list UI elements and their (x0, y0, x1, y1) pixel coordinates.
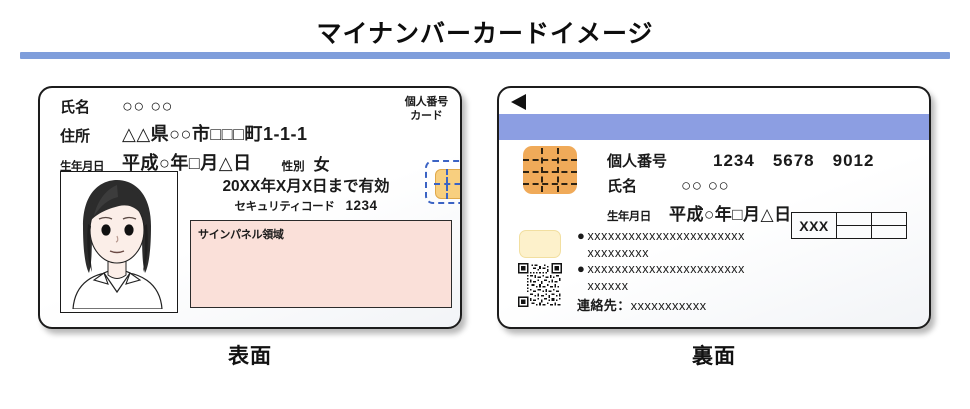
contact-row: 連絡先：xxxxxxxxxxx (577, 297, 745, 314)
back-mynumber-label: 個人番号 (607, 153, 668, 170)
front-address-label: 住所 (60, 128, 91, 145)
front-dob-label: 生年月日 (60, 161, 105, 173)
ic-chip-icon (434, 169, 460, 199)
yellow-pad-area (519, 230, 561, 258)
table-row: XXX (791, 212, 907, 239)
ic-chip-contact-line (434, 183, 460, 185)
title-divider (20, 52, 950, 59)
contact-label: 連絡先： (577, 298, 631, 313)
table-cell-empty-2 (871, 212, 907, 226)
card-kind-line2: カード (410, 109, 443, 122)
direction-arrow-icon (511, 94, 526, 110)
back-row-name: 氏名 ○○ ○○ (607, 175, 874, 196)
back-mynumber-value: 1234 5678 9012 (713, 151, 875, 170)
front-row-name: 氏名 ○○ ○○ (60, 96, 330, 117)
back-row-dob: 生年月日 平成○年□月△日 (607, 200, 874, 225)
front-row-address: 住所 △△県○○市□□□町1-1-1 (60, 120, 330, 146)
signature-panel-label: サインパネル領域 (198, 229, 284, 241)
back-name-value: ○○ ○○ (681, 176, 730, 195)
chip-line-h2 (523, 171, 577, 173)
ic-chip-back-icon (523, 146, 577, 194)
bullet-text-2: xxxxxxxxxxxxxxxxxxxxxxx xxxxxx (587, 262, 746, 293)
back-dob-value: 平成○年□月△日 (669, 205, 792, 224)
table-cell-empty-1 (836, 212, 872, 226)
contact-value: xxxxxxxxxxx (630, 298, 707, 313)
ic-chip-highlight (425, 160, 460, 204)
security-code-row: セキュリティコード 1234 (190, 198, 422, 214)
caption-back: 裏面 (692, 345, 736, 368)
front-address-value: △△県○○市□□□町1-1-1 (122, 124, 308, 144)
back-field-list: 個人番号 1234 5678 9012 氏名 ○○ ○○ 生年月日 平成○年□月… (607, 146, 874, 229)
page-title: マイナンバーカードイメージ (316, 20, 654, 48)
chip-line-v2 (557, 148, 559, 192)
chip-line-h1 (523, 159, 577, 161)
bullet-marker-icon: ● (577, 261, 586, 276)
card-kind-label: 個人番号 カード (405, 96, 448, 124)
table-cell-xxx: XXX (791, 212, 837, 239)
bullet-text-1: xxxxxxxxxxxxxxxxxxxxxxx xxxxxxxxx (587, 229, 746, 260)
security-code-value: 1234 (345, 198, 378, 213)
back-code-table: XXX (791, 212, 907, 239)
security-code-label: セキュリティコード (234, 201, 335, 213)
table-row (792, 225, 907, 239)
front-sex-label: 性別 (281, 161, 305, 173)
bullet-marker-icon: ● (577, 228, 586, 243)
qr-code-icon (518, 263, 562, 307)
table-cell-empty-4 (871, 225, 907, 239)
back-dob-label: 生年月日 (607, 211, 651, 223)
front-row-dob: 生年月日 平成○年□月△日 性別 女 (60, 149, 330, 175)
front-sex-value: 女 (313, 157, 330, 174)
back-row-mynumber: 個人番号 1234 5678 9012 (607, 146, 874, 171)
back-color-band (499, 114, 929, 140)
front-field-list: 氏名 ○○ ○○ 住所 △△県○○市□□□町1-1-1 生年月日 平成○年□月△… (60, 96, 330, 175)
front-name-value: ○○ ○○ (122, 96, 173, 116)
portrait-photo (60, 171, 178, 313)
chip-line-v1 (541, 148, 543, 192)
card-front: 個人番号 カード 氏名 ○○ ○○ 住所 △△県○○市□□□町1-1-1 生年月… (38, 86, 462, 329)
validity-text: 20XX年X月X日まで有効 (222, 178, 390, 195)
table-cell-empty-3 (836, 225, 872, 239)
card-kind-line1: 個人番号 (404, 96, 448, 108)
front-name-label: 氏名 (60, 99, 91, 116)
front-dob-value: 平成○年□月△日 (122, 153, 252, 173)
list-item: ● xxxxxxxxxxxxxxxxxxxxxxx xxxxxxxxx (577, 228, 745, 261)
back-name-label: 氏名 (607, 178, 638, 195)
back-notes-block: ● xxxxxxxxxxxxxxxxxxxxxxx xxxxxxxxx ● xx… (577, 228, 745, 314)
caption-front: 表面 (228, 345, 272, 368)
signature-panel: サインパネル領域 (190, 220, 452, 308)
validity-block: 20XX年X月X日まで有効 セキュリティコード 1234 (190, 174, 422, 214)
card-back: 個人番号 1234 5678 9012 氏名 ○○ ○○ 生年月日 平成○年□月… (497, 86, 931, 329)
portrait-illustration-icon (61, 172, 174, 309)
list-item: ● xxxxxxxxxxxxxxxxxxxxxxx xxxxxx (577, 261, 745, 294)
chip-line-h3 (523, 183, 577, 185)
